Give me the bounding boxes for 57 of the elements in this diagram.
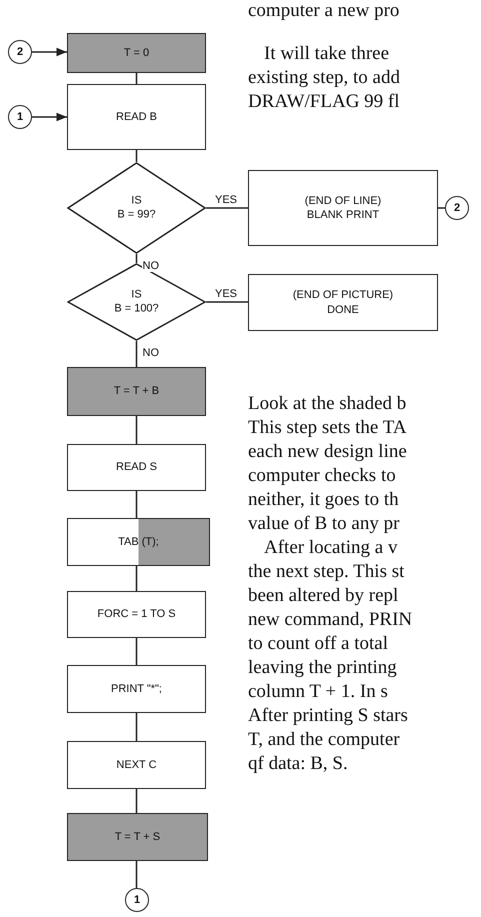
body-text-line: qf data: B, S. xyxy=(248,753,348,775)
body-text-line: value of B to any pr xyxy=(248,513,400,535)
process-box: PRINT "*"; xyxy=(67,665,206,713)
process-box: (END OF PICTURE) DONE xyxy=(248,274,438,331)
body-text-line: each new design line xyxy=(248,441,407,463)
body-text-line: been altered by repl xyxy=(248,585,398,607)
body-text-line: T, and the computer xyxy=(248,729,400,751)
body-text-line: to count off a total xyxy=(248,633,388,655)
process-box: FORC = 1 TO S xyxy=(67,591,206,638)
connector-line xyxy=(136,341,138,367)
arrow xyxy=(32,48,67,56)
decision-text: IS B = 99? xyxy=(117,194,156,222)
connector-line xyxy=(136,150,138,162)
process-box: TAB (T); xyxy=(67,518,210,566)
connector-line xyxy=(136,638,138,665)
connector-line xyxy=(136,254,138,263)
body-text-line: leaving the printing xyxy=(248,657,397,679)
process-box: READ S xyxy=(67,444,206,491)
edge-label: NO xyxy=(142,260,160,272)
body-text-line: DRAW/FLAG 99 fl xyxy=(248,91,400,113)
connector-line xyxy=(136,73,138,84)
decision-text: IS B = 100? xyxy=(114,288,159,316)
body-text-line: existing step, to add xyxy=(248,67,400,89)
process-box: READ B xyxy=(67,84,206,150)
connector-line xyxy=(136,416,138,444)
body-text-line: After printing S stars xyxy=(248,705,408,727)
body-text-line: neither, it goes to th xyxy=(248,489,399,511)
shaded-process-box: T = T + B xyxy=(67,367,206,416)
connector-line xyxy=(206,207,248,209)
body-text-line: After locating a v xyxy=(264,537,398,559)
connector-circle: 2 xyxy=(445,196,469,220)
body-text-line: column T + 1. In s xyxy=(248,681,388,703)
body-text-line: It will take three xyxy=(264,43,390,65)
body-text-line: Look at the shaded b xyxy=(248,393,406,415)
edge-label: YES xyxy=(214,288,238,300)
shaded-process-box: T = 0 xyxy=(67,33,206,73)
body-text-line: computer checks to xyxy=(248,465,396,487)
connector-line xyxy=(206,301,248,303)
connector-line xyxy=(136,861,138,888)
process-box: NEXT C xyxy=(67,741,206,789)
connector-line xyxy=(136,789,138,813)
arrow xyxy=(32,112,67,122)
connector-line xyxy=(136,713,138,741)
edge-label: NO xyxy=(142,347,160,360)
connector-line xyxy=(136,491,138,518)
body-text-line: the next step. This st xyxy=(248,561,404,583)
connector-circle: 1 xyxy=(8,105,32,129)
shaded-process-box: T = T + S xyxy=(67,813,208,861)
connector-circle: 1 xyxy=(125,888,149,912)
body-text-line: computer a new pro xyxy=(248,0,400,22)
connector-line xyxy=(136,566,138,591)
process-box: (END OF LINE) BLANK PRINT xyxy=(248,170,438,246)
connector-circle: 2 xyxy=(8,40,32,64)
body-text-line: new command, PRIN xyxy=(248,609,412,631)
body-text-line: This step sets the TA xyxy=(248,417,407,439)
connector-line xyxy=(438,207,445,209)
edge-label: YES xyxy=(214,194,238,206)
